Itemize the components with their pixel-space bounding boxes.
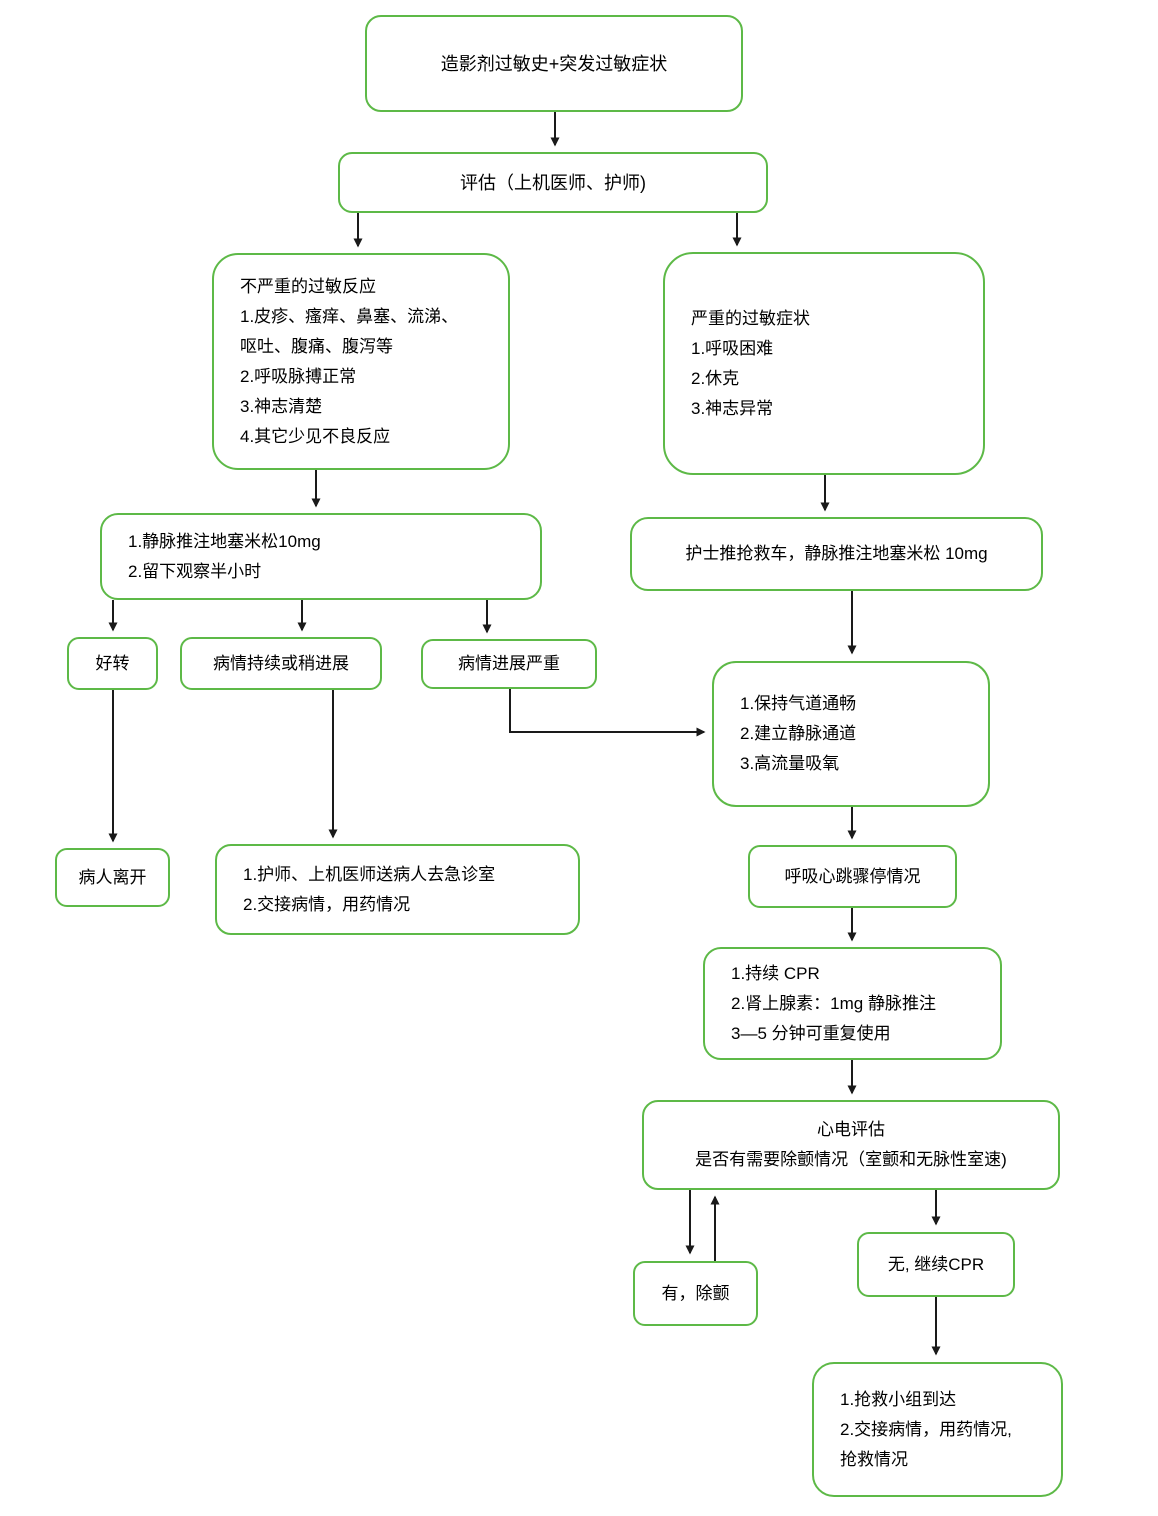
node-defibrillate: 有，除颤 xyxy=(633,1261,758,1326)
node-condition-worsens-label: 病情进展严重 xyxy=(458,654,560,673)
node-send-to-er-label: 1.护师、上机医师送病人去急诊室 2.交接病情，用药情况 xyxy=(243,864,496,914)
node-mild-reaction-label: 不严重的过敏反应 1.皮疹、瘙痒、鼻塞、流涕、 呕吐、腹痛、腹泻等 2.呼吸脉搏… xyxy=(240,276,459,446)
node-condition-persists-label: 病情持续或稍进展 xyxy=(213,653,349,673)
node-mild-reaction: 不严重的过敏反应 1.皮疹、瘙痒、鼻塞、流涕、 呕吐、腹痛、腹泻等 2.呼吸脉搏… xyxy=(212,253,510,470)
node-dexamethasone-observe-label: 1.静脉推注地塞米松10mg 2.留下观察半小时 xyxy=(128,531,321,581)
node-send-to-er: 1.护师、上机医师送病人去急诊室 2.交接病情，用药情况 xyxy=(215,844,580,935)
node-defibrillate-label: 有，除颤 xyxy=(661,1283,730,1303)
node-patient-leaves: 病人离开 xyxy=(55,848,170,907)
node-contrast-allergy-history-label: 造影剂过敏史+突发过敏症状 xyxy=(440,53,668,74)
node-rescue-team-arrives-label: 1.抢救小组到达 2.交接病情，用药情况, 抢救情况 xyxy=(840,1389,1012,1469)
node-assessment: 评估（上机医师、护师) xyxy=(338,152,768,213)
node-cpr-epinephrine-label: 1.持续 CPR 2.肾上腺素：1mg 静脉推注 3—5 分钟可重复使用 xyxy=(731,963,936,1043)
node-airway-iv-oxygen: 1.保持气道通畅 2.建立静脉通道 3.高流量吸氧 xyxy=(712,661,990,807)
node-severe-symptoms-label: 严重的过敏症状 1.呼吸困难 2.休克 3.神志异常 xyxy=(691,308,810,418)
node-patient-leaves-label: 病人离开 xyxy=(78,867,147,887)
node-contrast-allergy-history: 造影剂过敏史+突发过敏症状 xyxy=(365,15,743,112)
node-cardiac-arrest-check-label: 呼吸心跳骤停情况 xyxy=(784,866,921,886)
node-airway-iv-oxygen-label: 1.保持气道通畅 2.建立静脉通道 3.高流量吸氧 xyxy=(740,694,857,773)
connector-worse-airway xyxy=(509,689,706,737)
node-continue-cpr-label: 无, 继续CPR xyxy=(887,1254,985,1274)
node-continue-cpr: 无, 继续CPR xyxy=(857,1232,1015,1297)
node-crash-cart: 护士推抢救车，静脉推注地塞米松 10mg xyxy=(630,517,1043,591)
node-severe-symptoms: 严重的过敏症状 1.呼吸困难 2.休克 3.神志异常 xyxy=(663,252,985,475)
node-cardiac-arrest-check: 呼吸心跳骤停情况 xyxy=(748,845,957,908)
node-rescue-team-arrives: 1.抢救小组到达 2.交接病情，用药情况, 抢救情况 xyxy=(812,1362,1063,1497)
node-improved-label: 好转 xyxy=(95,653,130,673)
node-cpr-epinephrine: 1.持续 CPR 2.肾上腺素：1mg 静脉推注 3—5 分钟可重复使用 xyxy=(703,947,1002,1060)
node-ecg-assessment-label: 心电评估 是否有需要除颤情况（室颤和无脉性室速) xyxy=(695,1120,1007,1169)
node-condition-persists: 病情持续或稍进展 xyxy=(180,637,382,690)
node-ecg-assessment: 心电评估 是否有需要除颤情况（室颤和无脉性室速) xyxy=(642,1100,1060,1190)
node-dexamethasone-observe: 1.静脉推注地塞米松10mg 2.留下观察半小时 xyxy=(100,513,542,600)
node-crash-cart-label: 护士推抢救车，静脉推注地塞米松 10mg xyxy=(685,544,988,563)
node-improved: 好转 xyxy=(67,637,158,690)
node-condition-worsens: 病情进展严重 xyxy=(421,639,597,689)
node-assessment-label: 评估（上机医师、护师) xyxy=(460,172,646,193)
